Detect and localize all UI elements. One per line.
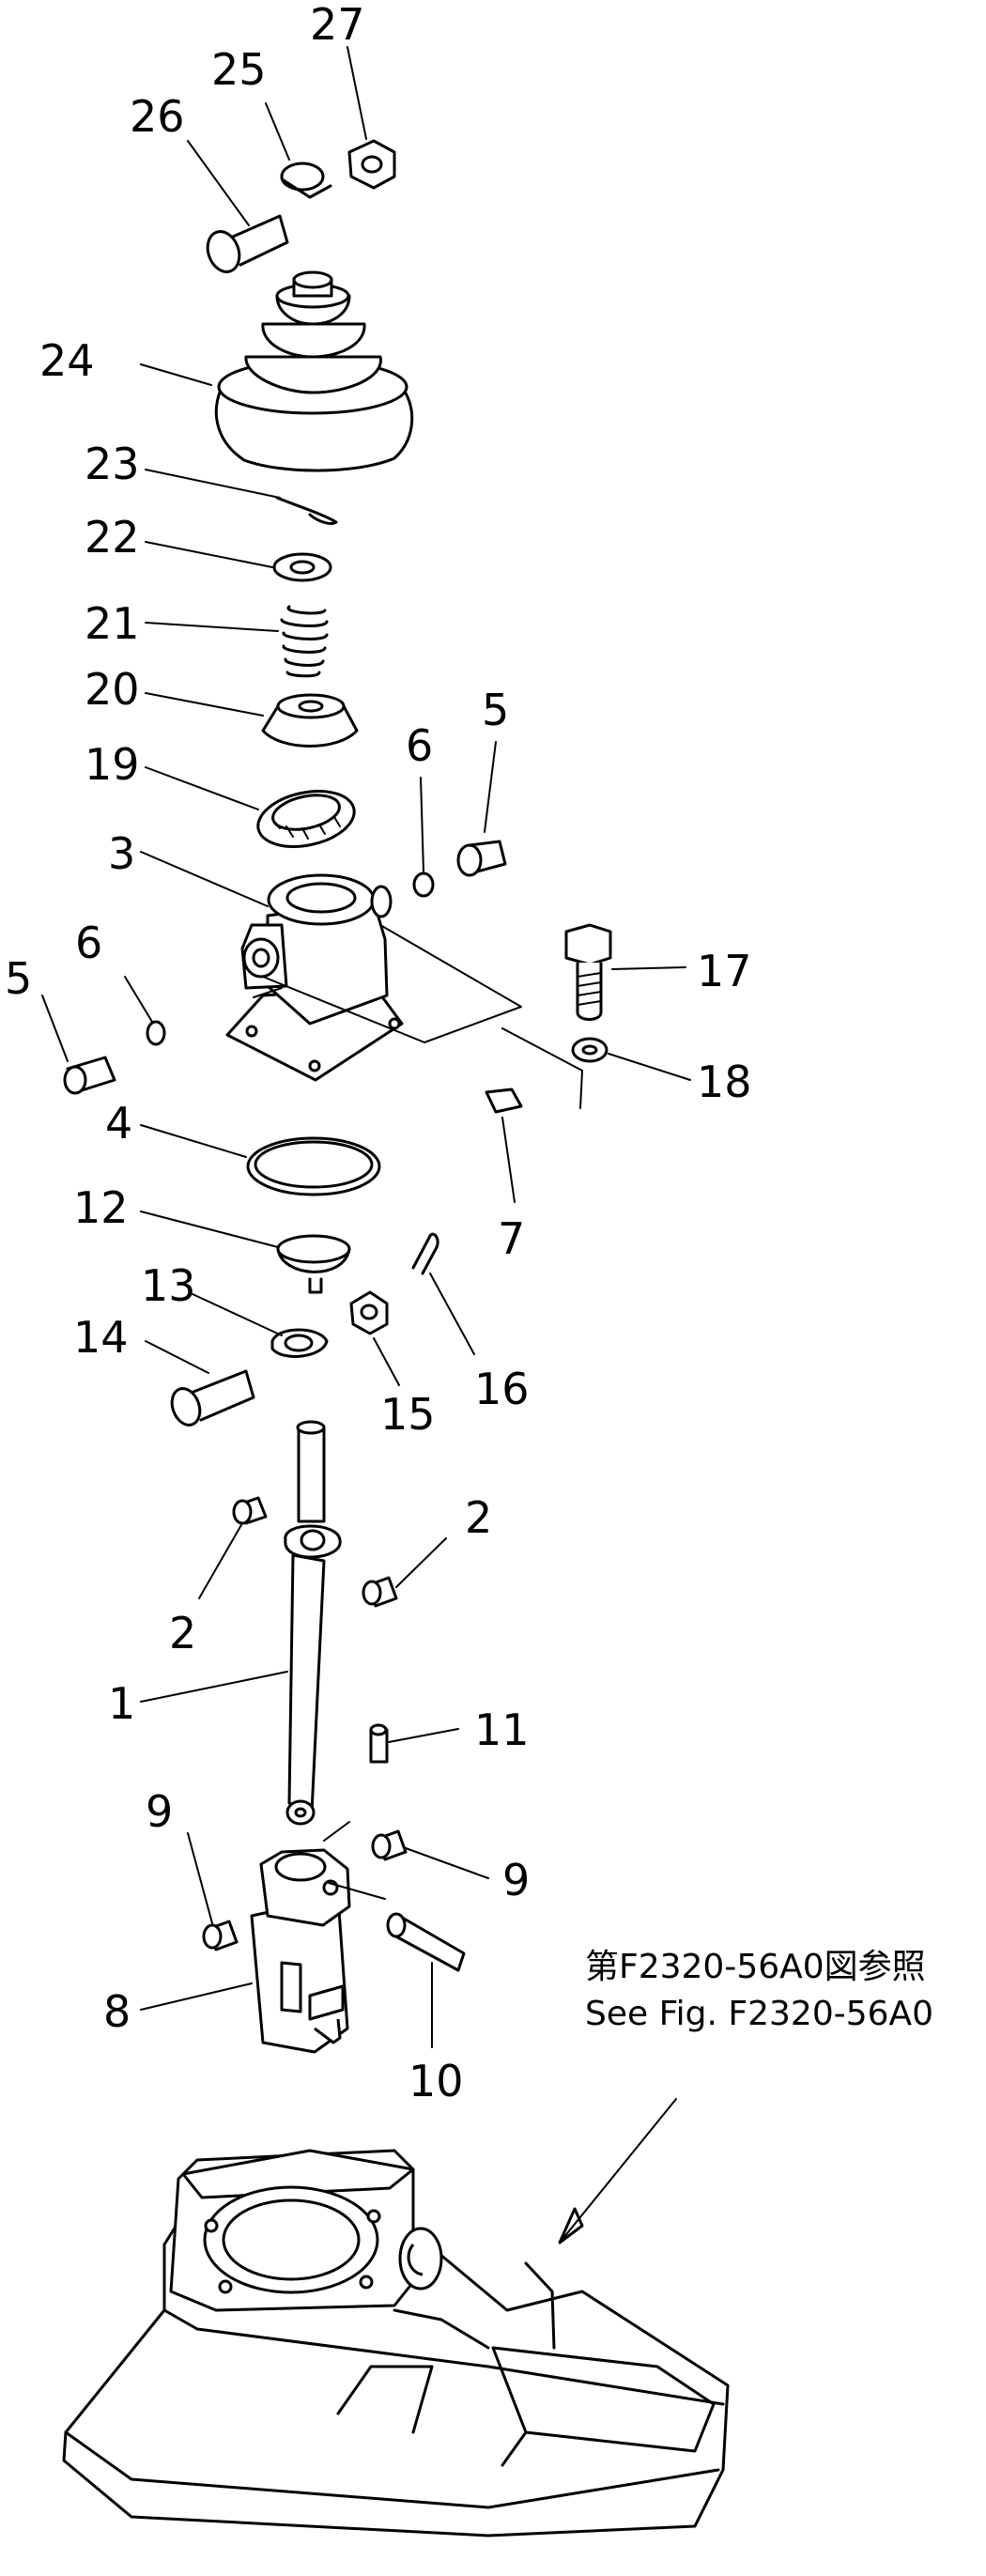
- callout-8: 8: [103, 1986, 131, 2037]
- callout-10: 10: [408, 2056, 464, 2106]
- part-6-o-ring-right: [412, 872, 435, 898]
- callout-3: 3: [108, 828, 135, 879]
- leader-lines: [41, 46, 691, 2244]
- part-3-case: [225, 873, 404, 1082]
- part-18-lock-washer: [571, 1037, 609, 1063]
- part-15-nut: [349, 1290, 389, 1335]
- part-4-o-ring: [246, 1136, 381, 1196]
- callout-24: 24: [39, 335, 95, 386]
- part-7-pin: [485, 1087, 523, 1114]
- part-23-pin: [275, 496, 338, 525]
- callout-2-right: 2: [465, 1492, 492, 1543]
- part-16-cotter-pin: [411, 1232, 439, 1275]
- part-10-pin: [386, 1912, 466, 1972]
- part-22-washer: [272, 552, 332, 582]
- callout-18: 18: [697, 1057, 752, 1107]
- callout-21: 21: [85, 598, 140, 649]
- part-8-yoke: [250, 1848, 351, 2054]
- part-26-bolt: [206, 214, 289, 273]
- guide-line-bolt: [501, 1027, 583, 1109]
- callout-26: 26: [130, 91, 185, 142]
- part-6-o-ring-left: [146, 1020, 166, 1046]
- part-14-bolt: [170, 1369, 255, 1427]
- part-27-nut: [347, 139, 396, 190]
- part-11-pin: [369, 1723, 389, 1764]
- part-9-bushing-right: [371, 1829, 408, 1861]
- callout-23: 23: [85, 439, 140, 489]
- callout-labels: 27 25 26 24 23 22 21 20 19 6 5 3 6 5 17 …: [5, 0, 752, 2106]
- part-20-retainer: [261, 693, 359, 748]
- part-19-seal-ring: [256, 790, 356, 848]
- part-17-bolt: [564, 923, 612, 1021]
- callout-9-right: 9: [502, 1855, 530, 1905]
- callout-5-right: 5: [482, 685, 509, 735]
- callout-4: 4: [105, 1098, 132, 1149]
- part-1-lever: [284, 1420, 342, 1826]
- callout-16: 16: [474, 1364, 530, 1414]
- callout-5-left: 5: [5, 953, 32, 1004]
- callout-13: 13: [141, 1260, 196, 1311]
- callout-22: 22: [85, 512, 140, 563]
- callout-2-left: 2: [169, 1608, 196, 1658]
- callout-19: 19: [85, 739, 140, 790]
- reference-note-en: See Fig. F2320-56A0: [585, 1995, 933, 2033]
- callout-6-left: 6: [75, 918, 102, 968]
- callout-25: 25: [211, 44, 267, 95]
- guide-line-yoke: [323, 1821, 386, 1900]
- callout-15: 15: [380, 1389, 436, 1440]
- callout-6-right: 6: [406, 720, 433, 771]
- callout-1: 1: [108, 1678, 135, 1729]
- callout-27: 27: [310, 0, 365, 50]
- guide-line-case: [262, 924, 522, 1043]
- part-5-plug-left: [63, 1056, 116, 1095]
- callout-7: 7: [498, 1213, 525, 1264]
- part-2-bushing-right: [362, 1576, 398, 1608]
- callout-14: 14: [73, 1312, 129, 1363]
- transmission-housing: [62, 2149, 730, 2537]
- reference-note: 第F2320-56A0図参照 See Fig. F2320-56A0: [585, 1948, 933, 2033]
- reference-note-ja: 第F2320-56A0図参照: [585, 1948, 926, 1986]
- part-21-spring: [280, 605, 329, 678]
- part-2-bushing-left: [232, 1496, 268, 1525]
- part-24-boot: [214, 270, 414, 472]
- part-12-seat: [276, 1234, 351, 1294]
- callout-9-left: 9: [146, 1786, 173, 1837]
- part-5-plug-right: [456, 840, 507, 877]
- callout-20: 20: [85, 664, 140, 715]
- callout-12: 12: [73, 1182, 129, 1233]
- part-9-bushing-left: [202, 1920, 239, 1951]
- part-13-clamp: [270, 1328, 329, 1358]
- callout-11: 11: [474, 1704, 530, 1755]
- part-25-clamp: [280, 162, 332, 199]
- callout-17: 17: [697, 946, 752, 996]
